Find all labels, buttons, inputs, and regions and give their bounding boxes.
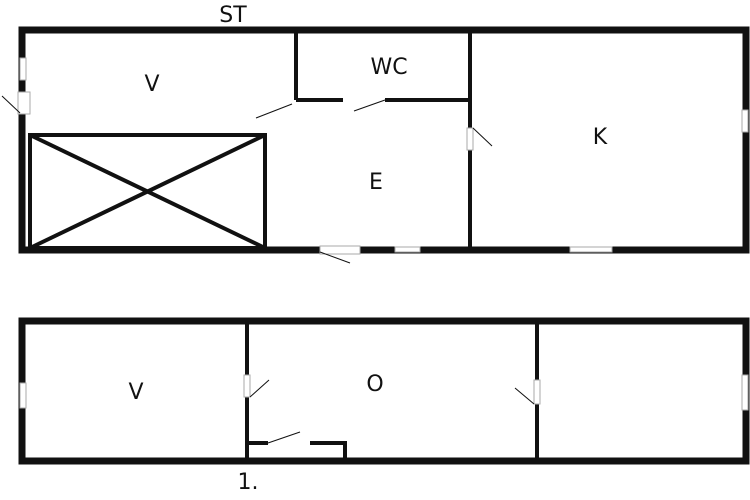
ground-floor-plan: [1, 26, 750, 264]
door-o-right: [533, 379, 541, 405]
floor-label-first: 1.: [238, 470, 259, 495]
door-v-o: [243, 374, 251, 398]
closet-door: [268, 441, 310, 445]
window: [19, 57, 27, 81]
door-v-outer: [17, 91, 31, 115]
window: [569, 246, 613, 253]
room-label-wc: WC: [370, 55, 407, 80]
first-floor-plan: [18, 317, 750, 465]
door-v-e: [265, 102, 295, 133]
door-k: [466, 127, 474, 151]
storage-cross: [29, 133, 266, 250]
room-label-e: E: [369, 170, 383, 195]
room-label-o: O: [366, 372, 383, 397]
door-wc: [343, 97, 385, 103]
entrance-door: [319, 245, 361, 255]
room-label-v: V: [144, 72, 159, 97]
room-label-v-first: V: [128, 380, 143, 405]
outer-walls: [18, 26, 750, 254]
window: [741, 109, 749, 133]
window: [741, 374, 749, 411]
floor-label-ground: ST: [219, 3, 247, 28]
storage-box: [28, 133, 267, 250]
window: [394, 246, 421, 253]
window: [19, 382, 27, 409]
room-label-k: K: [593, 125, 608, 150]
